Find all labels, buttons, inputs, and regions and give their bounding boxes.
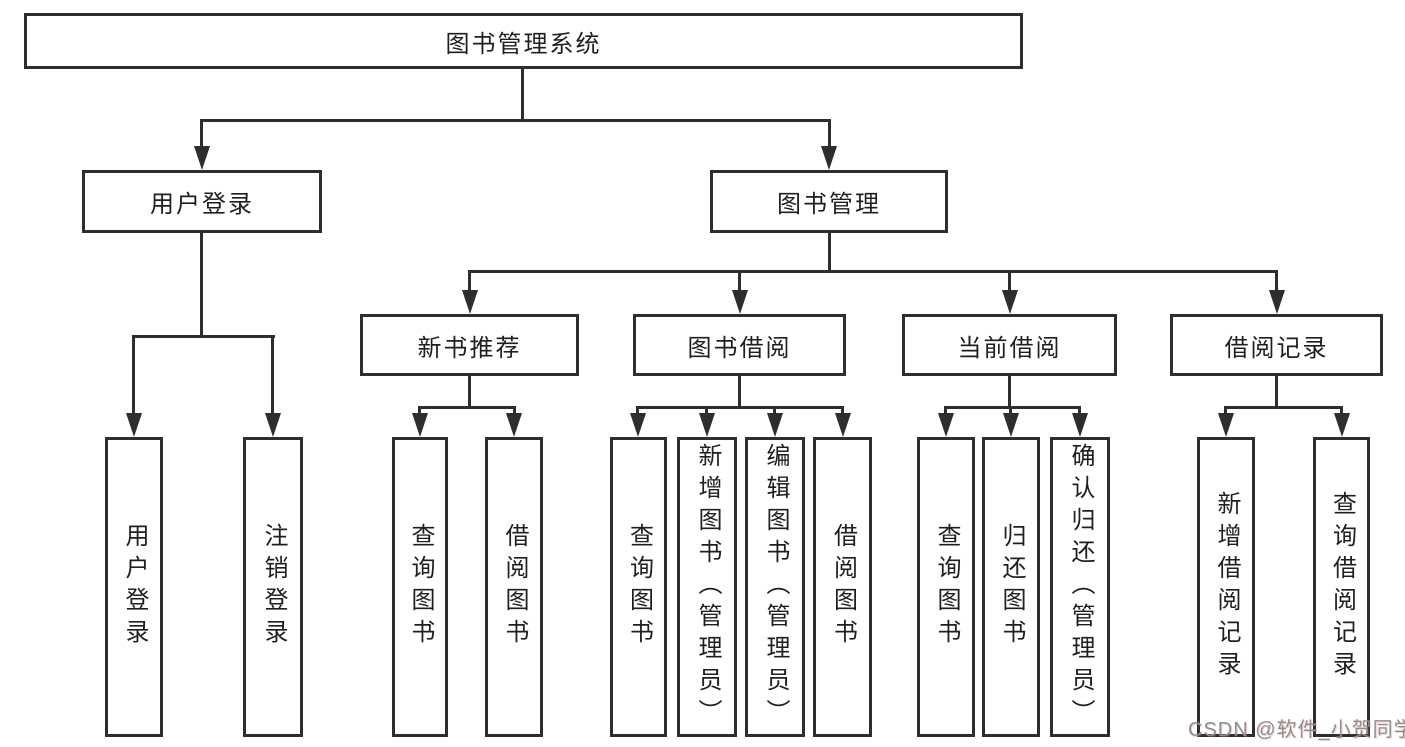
leaf-user-login: 用户登录 <box>105 437 163 737</box>
connector-login-leaf-stub <box>271 335 274 417</box>
node-book-management: 图书管理 <box>710 170 948 233</box>
arrowhead-down-icon <box>1072 413 1088 437</box>
connector-leaf-stub <box>418 406 421 418</box>
connector-mgmt-stub <box>828 119 831 149</box>
connector-mgmt-feed <box>828 233 831 272</box>
arrowhead-down-icon <box>630 413 646 437</box>
arrowhead-down-icon <box>938 413 954 437</box>
arrowhead-down-icon <box>412 413 428 437</box>
connector-leaf-stub <box>773 406 776 418</box>
arrowhead-down-icon <box>821 146 837 170</box>
node-book-borrow: 图书借阅 <box>633 314 846 376</box>
connector-recommend-feed <box>468 376 471 408</box>
arrowhead-down-icon <box>835 413 851 437</box>
connector-borrow-feed <box>738 376 741 408</box>
leaf-query-borrow-record: 查询借阅记录 <box>1313 437 1370 737</box>
connector-leaf-stub <box>636 406 639 418</box>
node-current-borrow: 当前借阅 <box>902 314 1117 376</box>
leaf-query-books-current: 查询图书 <box>917 437 975 737</box>
leaf-confirm-return-admin: 确认归还（管理员） <box>1050 437 1110 737</box>
leaf-return-book: 归还图书 <box>982 437 1040 737</box>
leaf-edit-book-admin: 编辑图书（管理员） <box>745 437 805 737</box>
node-new-book-recommend: 新书推荐 <box>360 314 579 376</box>
connector-leaf-stub <box>944 406 947 418</box>
connector-records-feed <box>1275 376 1278 408</box>
connector-leaf-stub <box>1009 406 1012 418</box>
connector-login-leaf-stub <box>132 335 135 417</box>
arrowhead-down-icon <box>126 413 142 437</box>
arrowhead-down-icon <box>1218 413 1234 437</box>
connector-login-branch <box>132 335 275 338</box>
node-user-login: 用户登录 <box>82 170 322 233</box>
arrowhead-down-icon <box>506 413 522 437</box>
arrowhead-down-icon <box>462 290 478 314</box>
connector-level3-stub <box>1275 270 1278 294</box>
connector-leaf-stub <box>1340 406 1343 418</box>
leaf-query-books-recommend: 查询图书 <box>392 437 448 737</box>
connector-leaf-stub <box>1078 406 1081 418</box>
leaf-borrow-books: 借阅图书 <box>813 437 872 737</box>
connector-leaf-stub <box>705 406 708 418</box>
arrowhead-down-icon <box>194 146 210 170</box>
arrowhead-down-icon <box>732 290 748 314</box>
connector-current-branch <box>944 406 1081 409</box>
connector-level3-stub <box>468 270 471 294</box>
connector-root-feed <box>521 69 524 121</box>
arrowhead-down-icon <box>1269 290 1285 314</box>
connector-level3-branch <box>468 270 1278 273</box>
arrowhead-down-icon <box>699 413 715 437</box>
connector-leaf-stub <box>841 406 844 418</box>
connector-level3-stub <box>738 270 741 294</box>
node-root: 图书管理系统 <box>24 13 1023 69</box>
leaf-add-book-admin: 新增图书（管理员） <box>677 437 737 737</box>
connector-level2-branch <box>200 119 831 122</box>
arrowhead-down-icon <box>1002 290 1018 314</box>
leaf-query-books-borrow: 查询图书 <box>610 437 667 737</box>
connector-leaf-stub <box>513 406 516 418</box>
leaf-borrow-books-recommend: 借阅图书 <box>485 437 543 737</box>
connector-recommend-branch <box>418 406 516 409</box>
watermark: CSDN @软件_小贺同学 <box>1188 719 1405 741</box>
leaf-add-borrow-record: 新增借阅记录 <box>1197 437 1255 737</box>
connector-borrow-branch <box>636 406 844 409</box>
arrowhead-down-icon <box>265 413 281 437</box>
connector-login-stub <box>200 119 203 149</box>
arrowhead-down-icon <box>767 413 783 437</box>
connector-level3-stub <box>1008 270 1011 294</box>
connector-current-feed <box>1008 376 1011 408</box>
node-borrow-records: 借阅记录 <box>1170 314 1383 376</box>
connector-login-feed <box>200 233 203 337</box>
arrowhead-down-icon <box>1334 413 1350 437</box>
connector-leaf-stub <box>1224 406 1227 418</box>
connector-records-branch <box>1224 406 1343 409</box>
leaf-logout: 注销登录 <box>243 437 303 737</box>
arrowhead-down-icon <box>1003 413 1019 437</box>
